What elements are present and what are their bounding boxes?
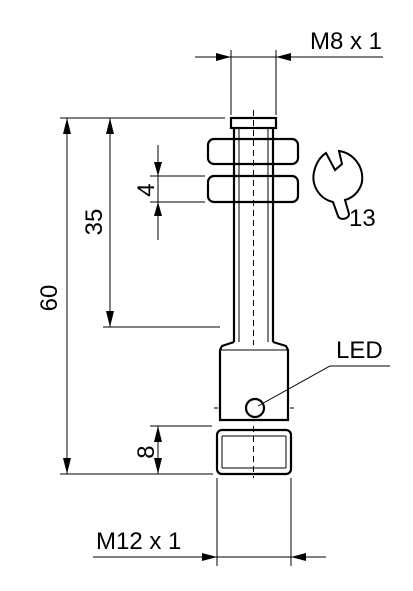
- label-nut: 4: [133, 183, 160, 196]
- dim-base: 8: [133, 425, 212, 474]
- nut-lower: [206, 174, 300, 204]
- label-led: LED: [336, 337, 383, 364]
- label-total: 60: [36, 285, 63, 312]
- sensor-barrel: [229, 110, 278, 345]
- dim-nut: 4: [133, 145, 205, 240]
- dim-thread-length: 35: [81, 118, 220, 328]
- led-callout: LED: [257, 337, 390, 407]
- label-thread-bottom: M12 x 1: [96, 528, 181, 555]
- dim-thread-bottom: M12 x 1: [93, 478, 326, 566]
- label-wrench-size: 13: [349, 205, 376, 232]
- dim-total: 60: [36, 117, 225, 475]
- sensor-housing: [214, 340, 294, 422]
- label-thread-top: M8 x 1: [310, 28, 382, 55]
- wrench-icon: 13: [312, 149, 376, 232]
- led-indicator: [244, 397, 266, 419]
- label-thread-length: 35: [81, 209, 108, 236]
- dim-thread-top: M8 x 1: [195, 28, 383, 115]
- nut-upper: [206, 137, 300, 166]
- label-base: 8: [133, 445, 160, 458]
- connector-base: [215, 426, 293, 478]
